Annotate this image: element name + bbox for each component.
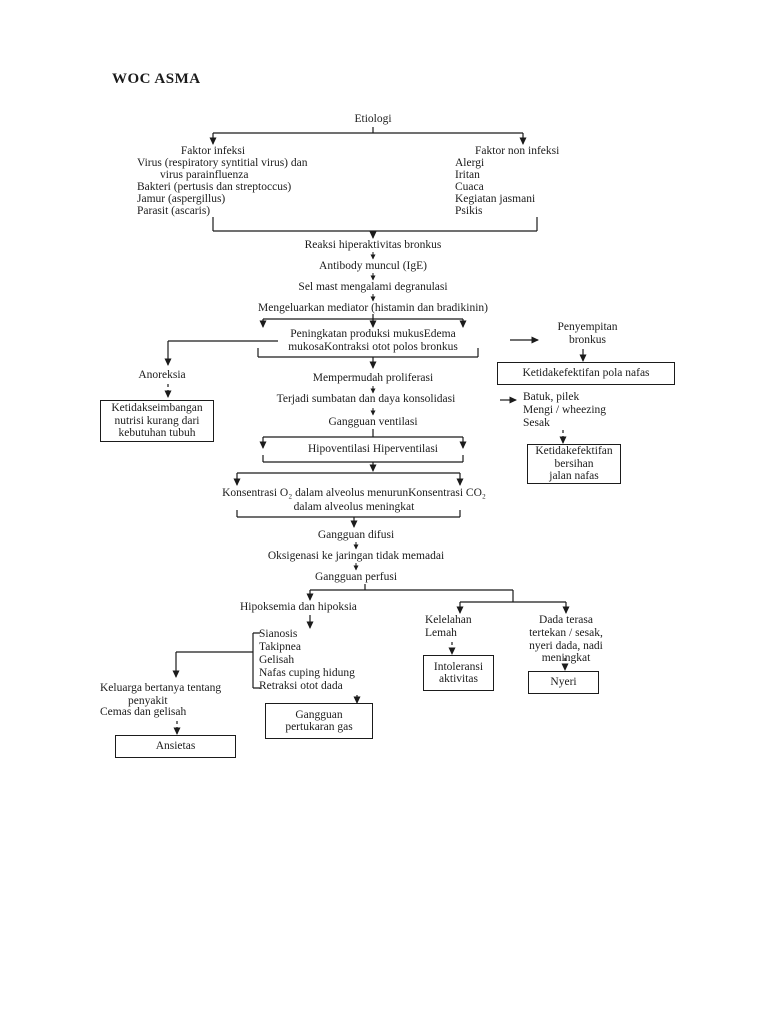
node-etiologi: Etiologi [354, 113, 392, 125]
box-pertukaran-line: Gangguan [295, 708, 343, 721]
node-hipoksemia: Hipoksemia dan hipoksia [240, 601, 357, 613]
node-faktor-infeksi-title: Faktor infeksi [180, 145, 246, 157]
faktor-non-infeksi-item: Kegiatan jasmani [455, 193, 536, 205]
gejala-item: Sesak [523, 417, 550, 429]
kelelahan-line: Kelelahan [425, 614, 472, 626]
box-bersihan-line: bersihan [554, 457, 594, 470]
box-nyeri: Nyeri [528, 671, 599, 694]
box-pertukaran-line: pertukaran gas [285, 721, 353, 733]
dada-line: Dada terasa [539, 614, 593, 626]
tanda-item: Nafas cuping hidung [259, 667, 355, 679]
node-antibody: Antibody muncul (IgE) [319, 260, 427, 272]
node-konsentrasi-line2: dalam alveolus meningkat [293, 501, 415, 513]
node-hipoventilasi: Hipoventilasi Hiperventilasi [308, 443, 438, 455]
node-konsentrasi-line1: Konsentrasi O₂ dalam alveolus menurunKon… [222, 487, 486, 499]
node-gangguan-ventilasi: Gangguan ventilasi [328, 416, 418, 428]
faktor-non-infeksi-item: Cuaca [455, 181, 484, 193]
box-nutrisi-line: Ketidakseimbangan [111, 402, 203, 415]
box-ansietas-label: Ansietas [155, 740, 196, 753]
node-reaksi: Reaksi hiperaktivitas bronkus [304, 239, 442, 251]
faktor-infeksi-item: Bakteri (pertusis dan streptoccus) [137, 181, 292, 193]
dada-line: tertekan / sesak, [529, 627, 603, 639]
faktor-infeksi-item: Virus (respiratory syntitial virus) dan [137, 157, 308, 169]
node-mempermudah: Mempermudah proliferasi [312, 372, 434, 384]
box-bersihan: Ketidakefektifan bersihan jalan nafas [527, 444, 621, 484]
dada-line: meningkat [541, 652, 591, 664]
node-terjadi: Terjadi sumbatan dan daya konsolidasi [276, 393, 456, 405]
gejala-item: Mengi / wheezing [523, 404, 607, 416]
gejala-item: Batuk, pilek [523, 391, 580, 403]
node-peningkatan-line2: mukosaKontraksi otot polos bronkus [288, 341, 458, 353]
keluarga-line: Cemas dan gelisah [100, 706, 187, 718]
kelelahan-line: Lemah [425, 627, 457, 639]
box-pertukaran-gas: Gangguan pertukaran gas [265, 703, 373, 739]
faktor-non-infeksi-item: Iritan [455, 169, 480, 181]
box-nutrisi: Ketidakseimbangan nutrisi kurang dari ke… [100, 400, 214, 442]
mediator-fork-line [263, 314, 463, 320]
node-penyempitan-line2: bronkus [568, 334, 607, 346]
node-sel-mast: Sel mast mengalami degranulasi [298, 281, 448, 293]
node-oksigenasi: Oksigenasi ke jaringan tidak memadai [267, 550, 445, 562]
faktor-infeksi-item: Parasit (ascaris) [137, 205, 211, 217]
tanda-item: Takipnea [259, 641, 301, 653]
ventilasi-fork-line [263, 429, 463, 438]
etiologi-fork-line [213, 127, 523, 134]
hipoventilasi-bracket [262, 455, 464, 463]
node-gangguan-perfusi: Gangguan perfusi [314, 571, 398, 583]
box-bersihan-line: Ketidakefektifan [535, 445, 613, 458]
keluarga-line: penyakit [128, 695, 168, 707]
page-title: WOC ASMA [112, 71, 201, 87]
dada-line: nyeri dada, nadi [529, 640, 603, 652]
box-pola-nafas-label: Ketidakefektifan pola nafas [522, 367, 650, 380]
faktor-non-infeksi-item: Psikis [455, 205, 483, 217]
keluarga-line: Keluarga bertanya tentang [100, 682, 222, 694]
box-nutrisi-line: nutrisi kurang dari [114, 414, 200, 427]
perfusi-fork-line [310, 584, 513, 591]
node-penyempitan-line1: Penyempitan [557, 321, 618, 333]
factors-converge-line [212, 217, 538, 232]
node-faktor-non-infeksi-title: Faktor non infeksi [475, 145, 560, 157]
peningkatan-bracket [257, 348, 479, 358]
box-pola-nafas: Ketidakefektifan pola nafas [497, 362, 675, 385]
faktor-infeksi-item: Jamur (aspergillus) [137, 193, 226, 205]
box-nyeri-label: Nyeri [550, 676, 577, 689]
tanda-item: Gelisah [259, 654, 295, 666]
box-intoleransi: Intoleransi aktivitas [423, 655, 494, 691]
node-gangguan-difusi: Gangguan difusi [317, 529, 395, 541]
box-nutrisi-line: kebutuhan tubuh [118, 427, 196, 440]
node-peningkatan-line1: Peningkatan produksi mukusEdema [290, 328, 456, 340]
box-intoleransi-line: aktivitas [439, 673, 478, 685]
tanda-bracket [252, 632, 260, 689]
node-mediator: Mengeluarkan mediator (histamin dan brad… [258, 302, 488, 314]
konsentrasi-bracket [236, 510, 461, 518]
faktor-infeksi-item: virus parainfluenza [160, 169, 249, 181]
tanda-item: Retraksi otot dada [259, 680, 343, 692]
perfusi-subfork-line [460, 590, 566, 603]
node-anoreksia: Anoreksia [138, 369, 186, 381]
box-bersihan-line: jalan nafas [549, 470, 599, 483]
box-intoleransi-line: Intoleransi [433, 660, 484, 673]
box-ansietas: Ansietas [115, 735, 236, 758]
tanda-item: Sianosis [259, 628, 298, 640]
faktor-non-infeksi-item: Alergi [455, 157, 485, 169]
